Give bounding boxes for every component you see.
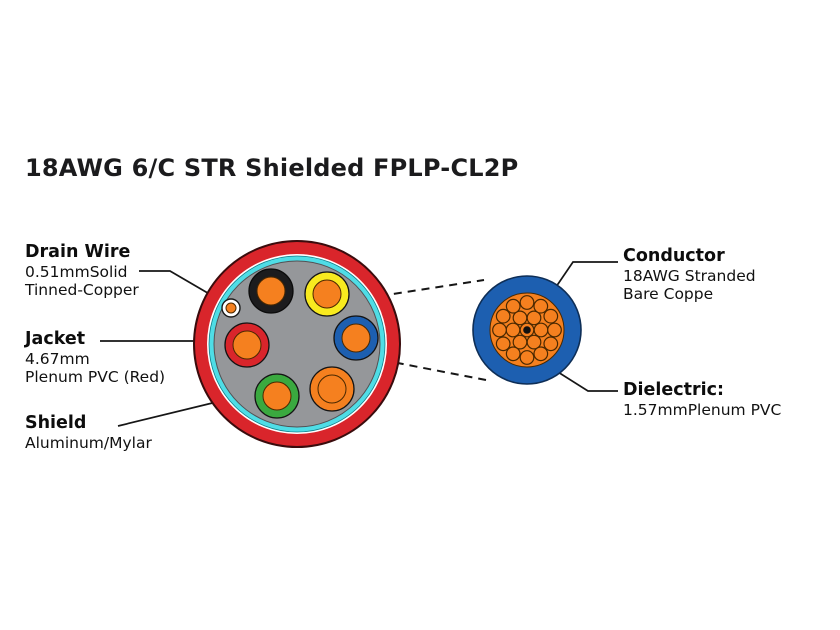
label-jacket-line1: 4.67mm <box>25 350 90 368</box>
label-drain-wire-line1: 0.51mmSolid <box>25 263 128 281</box>
strand <box>512 334 528 350</box>
label-conductor-line2: Bare Coppe <box>623 284 714 303</box>
magnification-lines <box>379 279 487 381</box>
page-title: 18AWG 6/C STR Shielded FPLP-CL2P <box>25 154 519 182</box>
conductor-center <box>256 276 286 306</box>
conductor-detail-view <box>472 275 582 385</box>
drain-wire-core <box>225 302 237 314</box>
label-drain-wire: Drain Wire 0.51mmSolid Tinned-Copper <box>25 243 139 299</box>
strand <box>495 336 511 352</box>
strand <box>505 298 521 314</box>
conductor-strands <box>492 295 562 365</box>
label-dielectric-line1: 1.57mmPlenum PVC <box>623 401 782 419</box>
leader-dielectric <box>549 366 618 392</box>
conductor-center <box>312 279 342 309</box>
strand <box>533 346 549 362</box>
label-jacket: Jacket 4.67mm Plenum PVC (Red) <box>25 330 165 386</box>
strand <box>533 298 549 314</box>
strand <box>495 308 511 324</box>
cable-cross-section <box>193 240 401 448</box>
label-drain-wire-heading: Drain Wire <box>25 242 131 262</box>
label-jacket-line2: Plenum PVC (Red) <box>25 367 166 386</box>
label-conductor-heading: Conductor <box>623 246 725 266</box>
magnify-line-top <box>379 279 485 297</box>
label-shield-heading: Shield <box>25 413 87 433</box>
drain-wire <box>221 298 241 318</box>
strand <box>533 322 549 338</box>
strand <box>526 310 542 326</box>
conductor-centers <box>232 276 371 411</box>
strand <box>492 322 507 338</box>
label-jacket-heading: Jacket <box>25 329 86 349</box>
magnify-line-bottom <box>381 359 487 381</box>
strand <box>547 322 562 338</box>
label-shield-line1: Aluminum/Mylar <box>25 434 152 452</box>
conductor-center <box>341 323 371 353</box>
strand <box>505 322 521 338</box>
label-conductor: Conductor 18AWG Stranded Bare Coppe <box>623 247 756 303</box>
strand <box>543 308 559 324</box>
conductor-center <box>317 374 347 404</box>
label-dielectric: Dielectric: 1.57mmPlenum PVC <box>623 381 781 420</box>
label-shield: Shield Aluminum/Mylar <box>25 414 152 453</box>
strand <box>519 295 535 310</box>
label-dielectric-heading: Dielectric: <box>623 380 725 400</box>
strand <box>543 336 559 352</box>
conductor-center <box>262 381 292 411</box>
conductor-center-dot <box>523 326 531 334</box>
label-drain-wire-line2: Tinned-Copper <box>25 280 139 299</box>
conductor-center <box>232 330 262 360</box>
strand <box>505 346 521 362</box>
label-conductor-line1: 18AWG Stranded <box>623 267 756 285</box>
strand <box>519 350 535 365</box>
